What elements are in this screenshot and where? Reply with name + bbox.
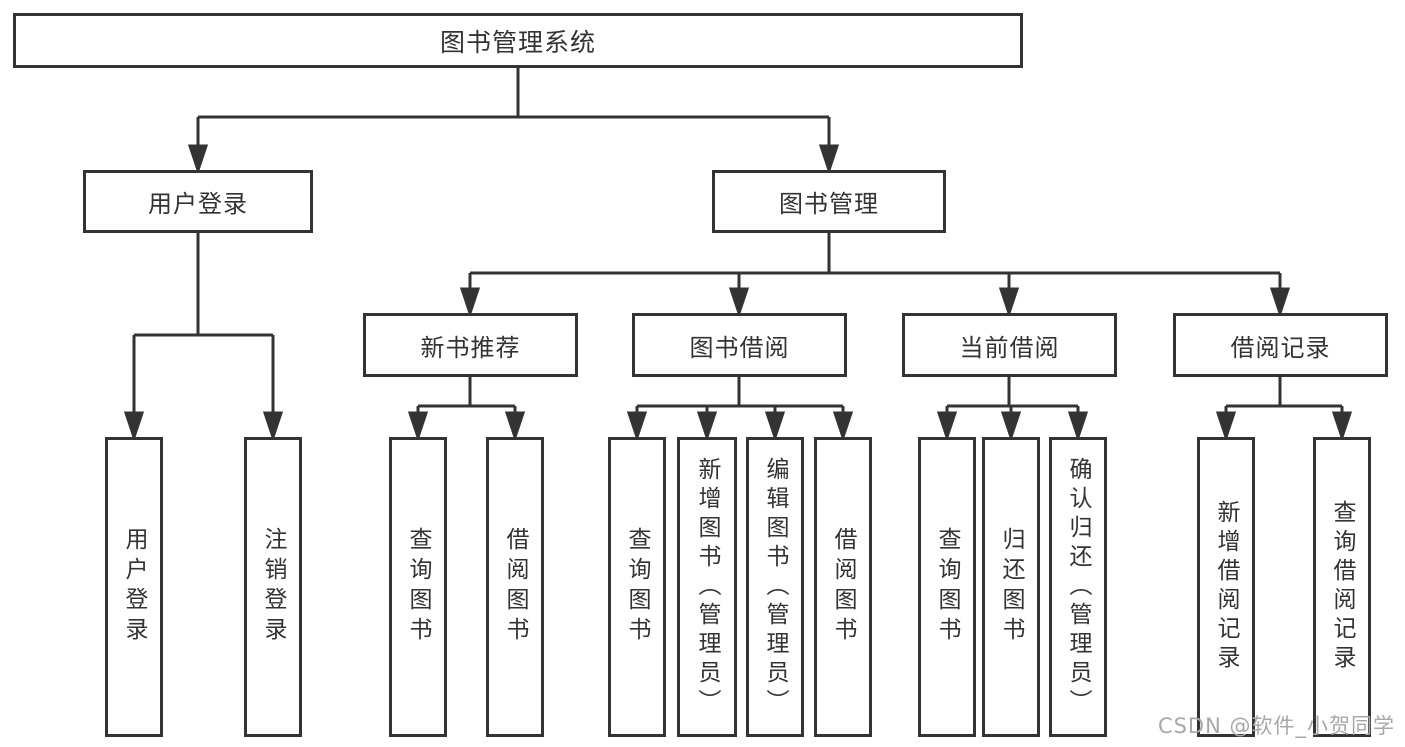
arrowhead — [262, 411, 284, 442]
arrowhead — [1269, 287, 1291, 318]
node-query-books-1: 查询图书 — [389, 437, 447, 737]
node-borrow-books-2: 借阅图书 — [814, 437, 872, 737]
node-book-borrow: 图书借阅 — [632, 313, 847, 377]
node-label: 查询图书 — [624, 527, 650, 647]
node-label: 图书管理系统 — [439, 27, 596, 57]
arrowhead — [818, 144, 840, 175]
arrowhead — [187, 144, 209, 175]
arrowhead — [626, 411, 648, 442]
node-borrow-records: 借阅记录 — [1173, 313, 1388, 377]
node-query-books-2: 查询图书 — [608, 437, 666, 737]
node-confirm-return-admin: 确认归还（管理员） — [1049, 437, 1107, 737]
arrowhead — [832, 411, 854, 442]
arrowhead — [696, 411, 718, 442]
arrowhead — [728, 287, 750, 318]
node-label: 新增借阅记录 — [1213, 500, 1239, 674]
node-book-management: 图书管理 — [712, 170, 946, 233]
node-label: 归还图书 — [998, 527, 1024, 647]
node-label: 借阅图书 — [830, 527, 856, 647]
arrowhead — [1067, 411, 1089, 442]
node-logout: 注销登录 — [244, 437, 302, 737]
node-add-borrow-record: 新增借阅记录 — [1197, 437, 1255, 737]
node-label: 查询图书 — [934, 527, 960, 647]
node-borrow-books-1: 借阅图书 — [486, 437, 544, 737]
node-label: 用户登录 — [148, 190, 248, 218]
node-label: 确认归还（管理员） — [1065, 456, 1091, 718]
node-label: 当前借阅 — [959, 333, 1060, 362]
node-add-book-admin: 新增图书（管理员） — [677, 437, 737, 737]
node-query-borrow-record: 查询借阅记录 — [1313, 437, 1371, 737]
arrowhead — [936, 411, 958, 442]
arrowhead — [407, 411, 429, 442]
node-query-books-3: 查询图书 — [918, 437, 976, 737]
node-label: 借阅记录 — [1230, 333, 1331, 362]
arrowhead — [1000, 411, 1022, 442]
arrowhead — [1331, 411, 1353, 442]
node-label: 新增图书（管理员） — [694, 456, 720, 718]
csdn-watermark: CSDN @软件_小贺同学 — [1157, 714, 1395, 738]
node-user-login: 用户登录 — [83, 170, 313, 233]
arrowhead — [764, 411, 786, 442]
node-return-book: 归还图书 — [982, 437, 1040, 737]
node-label: 查询图书 — [405, 527, 431, 647]
arrowhead — [504, 411, 526, 442]
node-library-management-system: 图书管理系统 — [13, 13, 1023, 68]
node-user-login-leaf: 用户登录 — [105, 437, 163, 737]
node-label: 图书管理 — [779, 190, 879, 218]
node-current-borrow: 当前借阅 — [902, 313, 1117, 377]
node-label: 图书借阅 — [689, 333, 790, 362]
node-label: 借阅图书 — [502, 527, 528, 647]
arrowhead — [459, 287, 481, 318]
node-edit-book-admin: 编辑图书（管理员） — [746, 437, 804, 737]
node-label: 新书推荐 — [420, 333, 521, 362]
node-label: 注销登录 — [260, 527, 286, 647]
arrowhead — [123, 411, 145, 442]
node-label: 编辑图书（管理员） — [762, 456, 788, 718]
node-new-book-recommend: 新书推荐 — [363, 313, 578, 377]
arrowhead — [1215, 411, 1237, 442]
node-label: 用户登录 — [121, 527, 147, 647]
arrowhead — [998, 287, 1020, 318]
node-label: 查询借阅记录 — [1329, 500, 1355, 674]
